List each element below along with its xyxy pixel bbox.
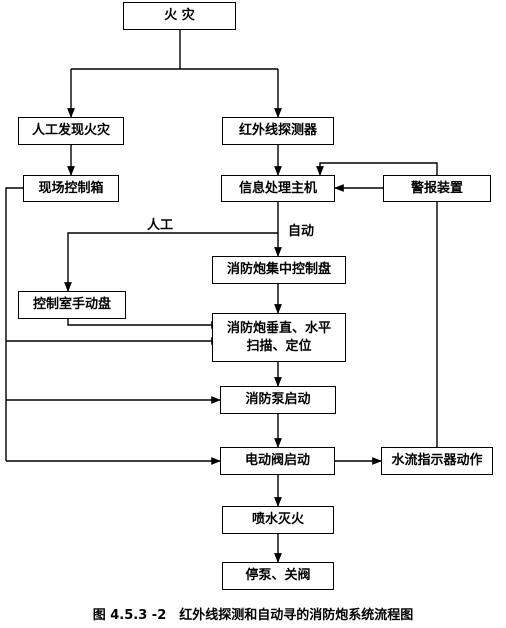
node-alarm-device: 警报装置 [383, 175, 491, 202]
node-infrared-detector: 红外线探测器 [222, 117, 334, 145]
node-stop-pump-close-valve: 停泵、关阀 [222, 562, 334, 590]
node-central-control-panel: 消防炮集中控制盘 [212, 256, 346, 284]
connector-left-bus [5, 187, 23, 461]
node-info-processing-host: 信息处理主机 [221, 175, 335, 202]
node-manual-discovery: 人工发现火灾 [18, 117, 124, 145]
connector-manual-panel-to-scan [67, 319, 221, 329]
node-cannon-scan-position: 消防炮垂直、水平 扫描、定位 [212, 313, 346, 362]
node-fire: 火 灾 [123, 2, 236, 30]
node-control-room-manual-panel: 控制室手动盘 [18, 291, 126, 319]
label-auto: 自动 [288, 224, 315, 239]
connector-host-to-manual-panel [64, 232, 278, 292]
node-onsite-control-box: 现场控制箱 [23, 175, 119, 202]
node-spray-extinguish: 喷水灭火 [222, 506, 334, 534]
node-water-flow-indicator: 水流指示器动作 [381, 447, 493, 475]
node-fire-pump-start: 消防泵启动 [220, 386, 336, 414]
connector-indicator-to-host [316, 162, 438, 447]
label-manual: 人工 [147, 218, 174, 233]
figure-caption: 图 4.5.3 -2 红外线探测和自动寻的消防炮系统流程图 [92, 608, 414, 623]
node-electric-valve-start: 电动阀启动 [220, 447, 335, 475]
